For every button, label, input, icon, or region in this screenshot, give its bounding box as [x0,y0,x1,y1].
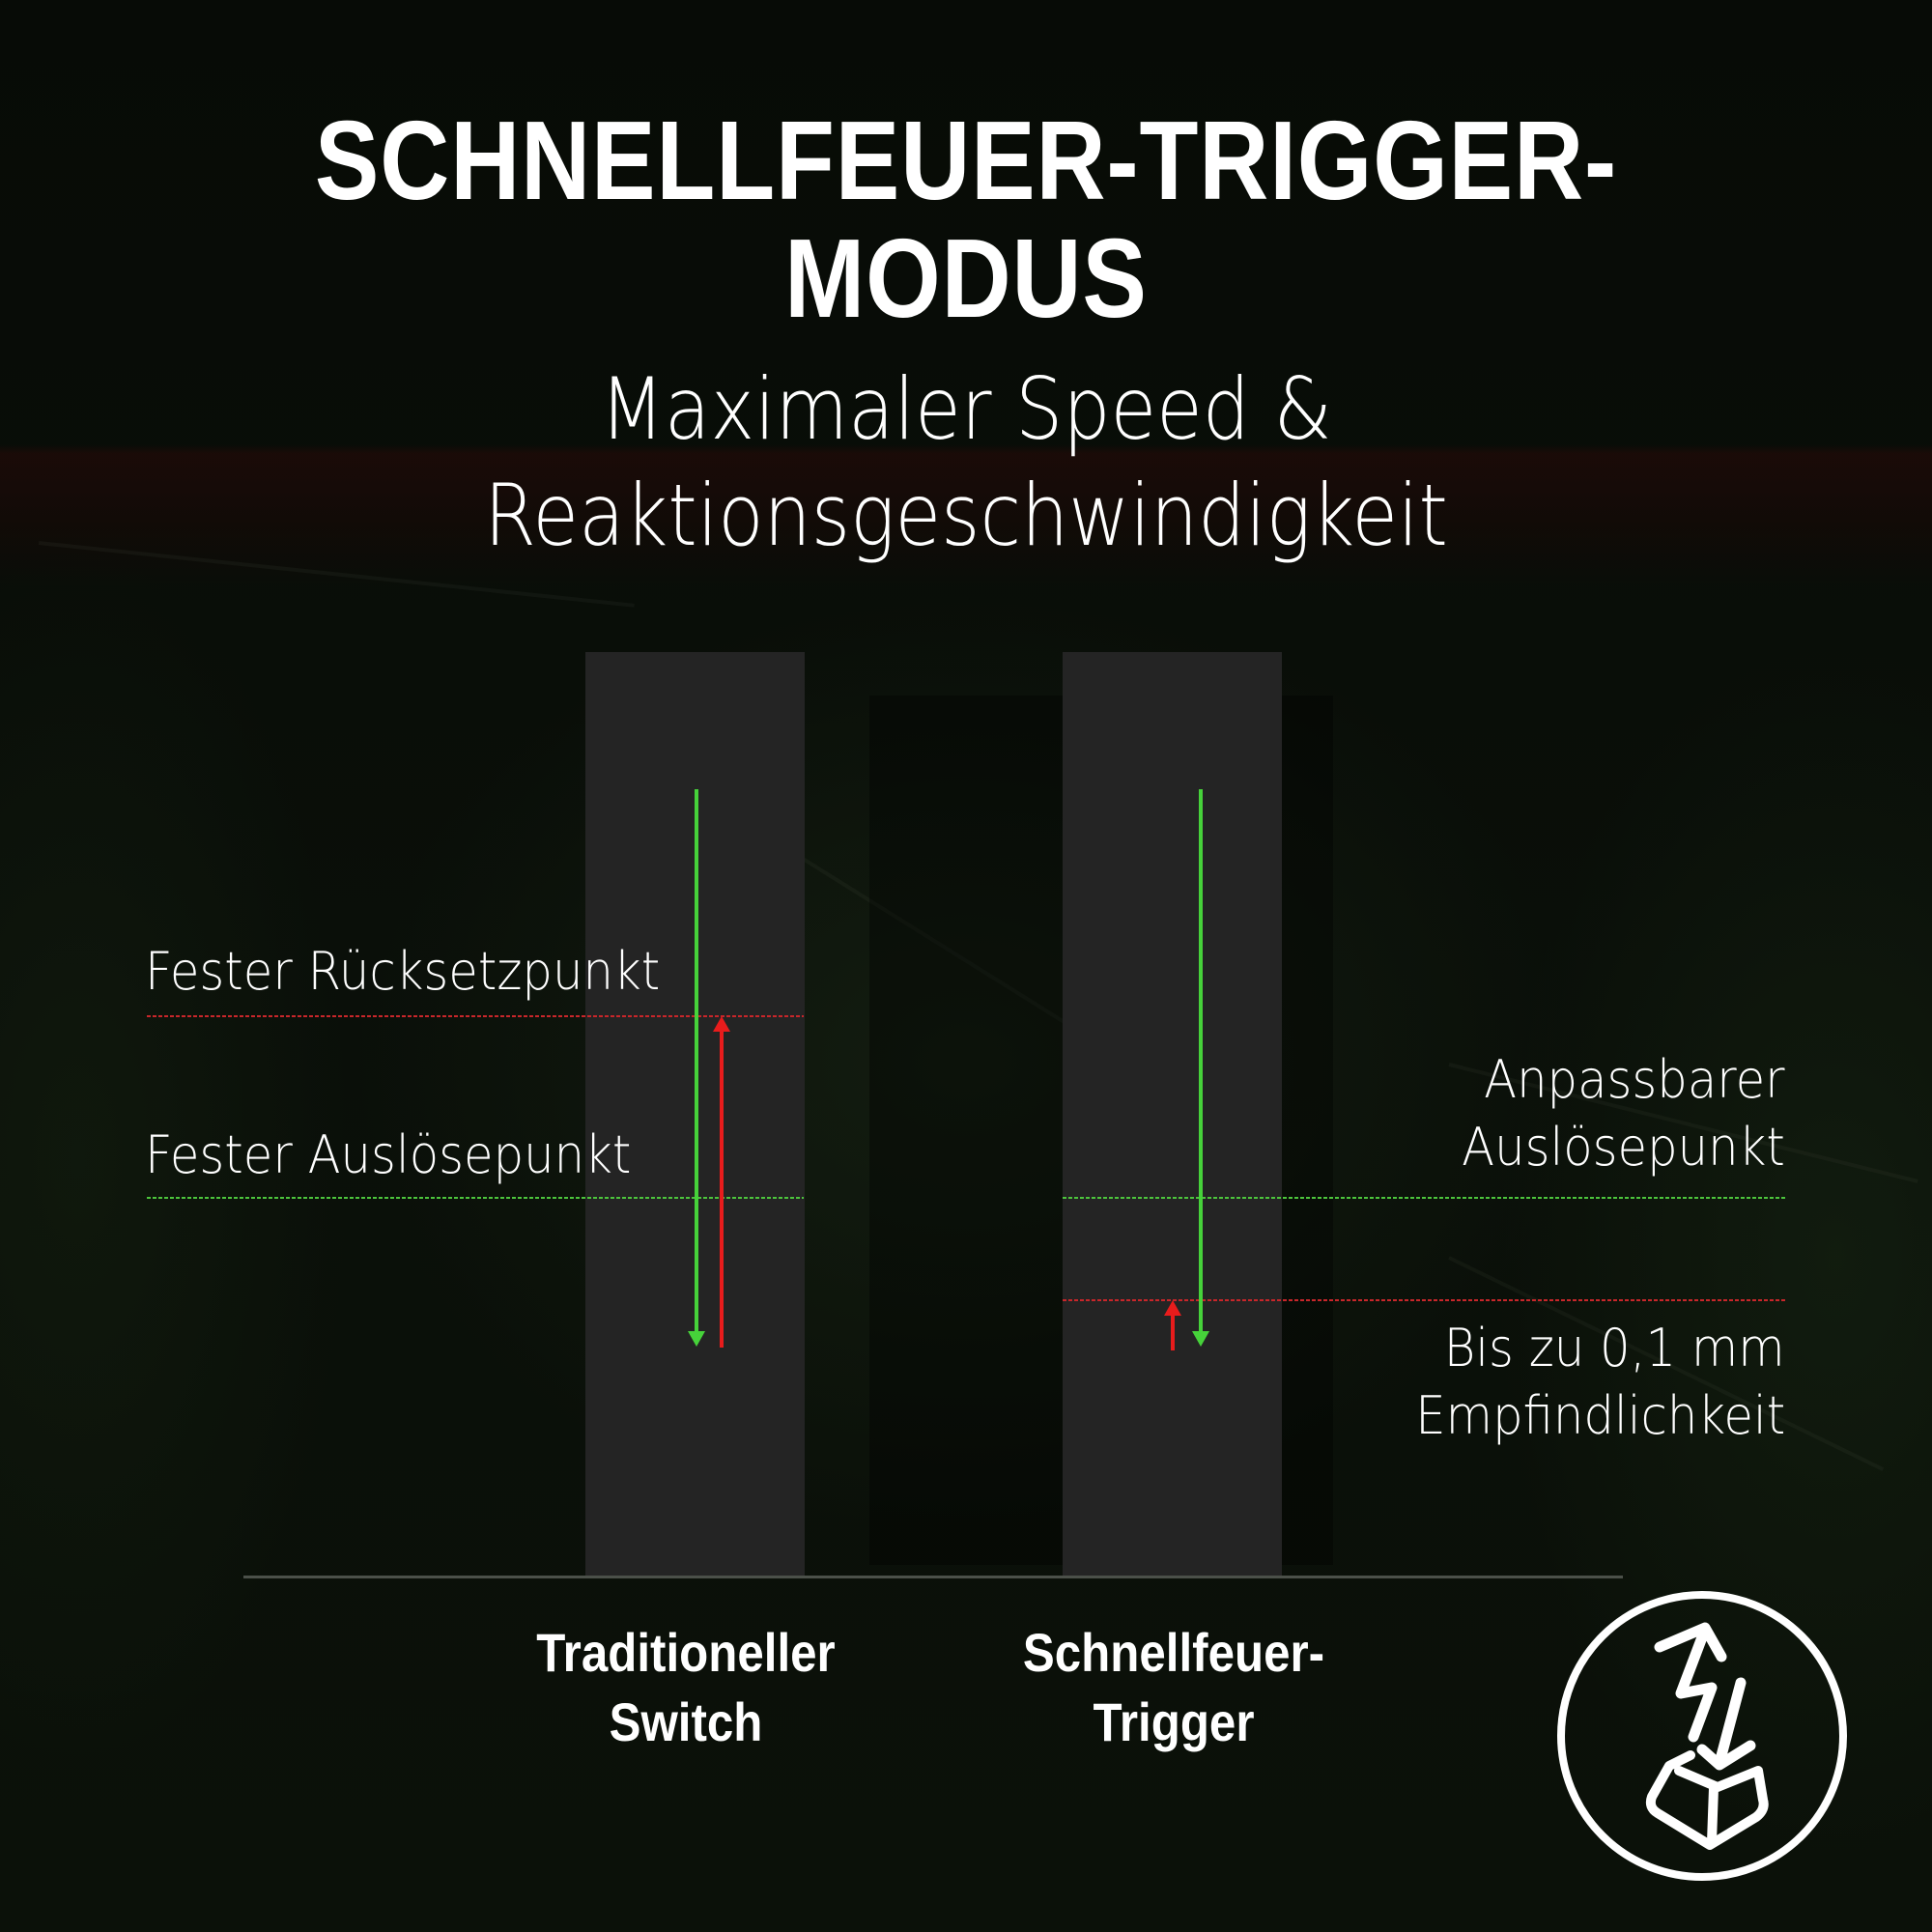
press-arrow-head-icon [688,1331,705,1347]
release-arrow-shaft [1171,1314,1175,1350]
adjustable-actuation-label-line1: Anpassbarer [1484,1049,1785,1110]
press-arrow-head-icon [1192,1331,1209,1347]
fixed-reset-line [147,1015,804,1017]
release-arrow-shaft [720,1030,724,1348]
adjustable-actuation-line [1063,1197,1785,1199]
press-arrow-shaft [1199,789,1203,1332]
press-arrow-shaft [695,789,698,1332]
fixed-reset-point-label: Fester Rücksetzpunkt [145,941,661,1002]
sensitivity-label-line1: Bis zu 0,1 mm [1444,1318,1785,1378]
subtitle-line1: Maximaler Speed & [600,359,1332,459]
rapid-reset-line [1063,1299,1785,1301]
fixed-actuation-line [147,1197,804,1199]
rapid-trigger-bar [1063,652,1282,1576]
page-title-line1: SCHNELLFEUER-TRIGGER- [314,98,1618,223]
adjustable-actuation-label-line2: Auslösepunkt [1462,1117,1785,1178]
baseline-divider [243,1576,1623,1578]
sensitivity-label-line2: Empfindlichkeit [1415,1385,1785,1446]
page-title-line2: MODUS [784,215,1148,341]
column-label-rapid-trigger: Schnellfeuer- Trigger [979,1618,1370,1757]
column-label-line1: Schnellfeuer- [1022,1622,1325,1683]
rapid-trigger-keycap-icon [1555,1589,1849,1883]
column-label-traditional-switch: Traditioneller Switch [491,1618,882,1757]
column-label-line2: Trigger [1093,1691,1255,1752]
column-label-line2: Switch [609,1691,763,1752]
subtitle-line2: Reaktionsgeschwindigkeit [484,466,1448,565]
column-label-line1: Traditioneller [536,1622,836,1683]
fixed-actuation-point-label: Fester Auslösepunkt [145,1124,632,1185]
release-arrow-head-icon [713,1016,730,1032]
release-arrow-head-icon [1164,1300,1181,1316]
